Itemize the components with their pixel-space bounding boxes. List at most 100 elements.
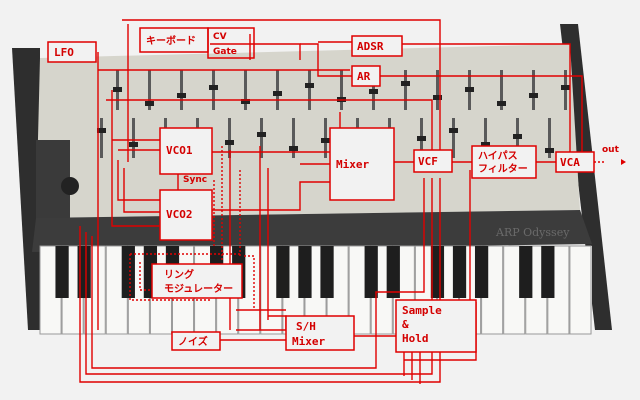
sh-label-1: Sample	[402, 304, 442, 317]
black-key	[519, 246, 533, 298]
ar-label: AR	[357, 70, 371, 83]
slider-track	[404, 70, 407, 110]
slider-knob	[369, 89, 378, 94]
cv-label: CV	[213, 32, 227, 42]
slider-track	[500, 70, 503, 110]
slider-knob	[257, 132, 266, 137]
slider-track	[308, 70, 311, 110]
sh-mixer-label-2: Mixer	[292, 335, 325, 348]
black-key	[386, 246, 400, 298]
slider-track	[452, 118, 455, 158]
slider-knob	[209, 85, 218, 90]
white-key	[569, 245, 592, 335]
slider-track	[292, 118, 295, 158]
slider-knob	[545, 148, 554, 153]
slider-knob	[241, 99, 250, 104]
sync-label: Sync	[183, 175, 207, 185]
ar-module[interactable]: AR	[351, 65, 381, 87]
left-wood-side	[12, 48, 40, 330]
black-key	[474, 246, 489, 298]
ring-label-2: モジュレーター	[164, 283, 233, 295]
vco2-module[interactable]: VCO2	[159, 189, 213, 241]
slider-knob	[561, 85, 570, 90]
slider-knob	[465, 87, 474, 92]
keyboard-label: キーボード	[146, 34, 196, 47]
sh-label-2: &	[402, 318, 409, 331]
signal-wires	[79, 19, 604, 384]
black-key	[55, 246, 69, 298]
sh-label-3: Hold	[402, 332, 429, 345]
sh-mixer-label-1: S/H	[296, 320, 316, 333]
vca-label: VCA	[560, 156, 580, 169]
bend-knob	[61, 177, 79, 195]
black-key	[541, 246, 555, 298]
slider-track	[548, 118, 551, 158]
brand-label: ARP Odyssey	[495, 226, 570, 239]
keyboard-module[interactable]: キーボード CV Gate	[139, 27, 255, 59]
black-key	[320, 246, 334, 298]
slider-knob	[529, 93, 538, 98]
synth-photo: ARP Odyssey	[12, 24, 612, 335]
mixer-module[interactable]: Mixer	[329, 127, 395, 201]
noise-module[interactable]: ノイズ	[171, 331, 221, 351]
sh-mixer-module[interactable]: S/H Mixer	[285, 315, 355, 351]
vcf-label: VCF	[418, 155, 438, 168]
slider-track	[276, 70, 279, 110]
vcf-module[interactable]: VCF	[413, 149, 453, 173]
noise-label: ノイズ	[178, 335, 208, 348]
slider-knob	[417, 136, 426, 141]
vca-module[interactable]: VCA	[555, 151, 595, 173]
dotted-wires	[129, 146, 255, 310]
slider-knob	[321, 138, 330, 143]
slider-track	[228, 118, 231, 158]
highpass-filter-module[interactable]: ハイパス フィルター	[471, 145, 537, 179]
out-arrow-icon	[621, 159, 626, 165]
lfo-label: LFO	[54, 46, 74, 59]
slider-knob	[177, 93, 186, 98]
adsr-label: ADSR	[357, 40, 384, 53]
adsr-module[interactable]: ADSR	[351, 35, 403, 57]
hpf-label-1: ハイパス	[478, 150, 518, 162]
slider-knob	[513, 134, 522, 139]
slider-knob	[433, 95, 442, 100]
black-key	[452, 246, 467, 298]
slider-knob	[273, 91, 282, 96]
black-key	[298, 246, 312, 298]
vco1-label: VCO1	[166, 144, 193, 157]
slider-knob	[225, 140, 234, 145]
ring-modulator-module[interactable]: リング モジュレーター	[151, 263, 243, 299]
vco2-label: VCO2	[166, 208, 193, 221]
slider-track	[180, 70, 183, 110]
slider-knob	[449, 128, 458, 133]
lfo-module[interactable]: LFO	[47, 41, 97, 63]
sample-hold-module[interactable]: Sample & Hold	[395, 299, 477, 353]
slider-track	[260, 118, 263, 158]
vco1-module[interactable]: VCO1	[159, 127, 213, 175]
black-key	[430, 246, 445, 298]
slider-track	[100, 118, 103, 158]
slider-track	[244, 70, 247, 110]
out-label: out	[602, 145, 620, 155]
black-key	[364, 246, 378, 298]
slider-track	[532, 70, 535, 110]
slider-knob	[129, 142, 138, 147]
slider-track	[436, 70, 439, 110]
slider-track	[484, 118, 487, 158]
slider-knob	[305, 83, 314, 88]
hpf-label-2: フィルター	[478, 163, 528, 175]
slider-knob	[113, 87, 122, 92]
slider-knob	[97, 128, 106, 133]
slider-knob	[401, 81, 410, 86]
slider-knob	[497, 101, 506, 106]
slider-track	[340, 70, 343, 110]
slider-knob	[481, 142, 490, 147]
gate-label: Gate	[213, 47, 237, 57]
slider-knob	[145, 101, 154, 106]
ring-label-1: リング	[164, 268, 194, 281]
black-key	[276, 246, 290, 298]
slider-track	[132, 118, 135, 158]
mixer-label: Mixer	[336, 158, 369, 171]
black-key	[77, 246, 91, 298]
